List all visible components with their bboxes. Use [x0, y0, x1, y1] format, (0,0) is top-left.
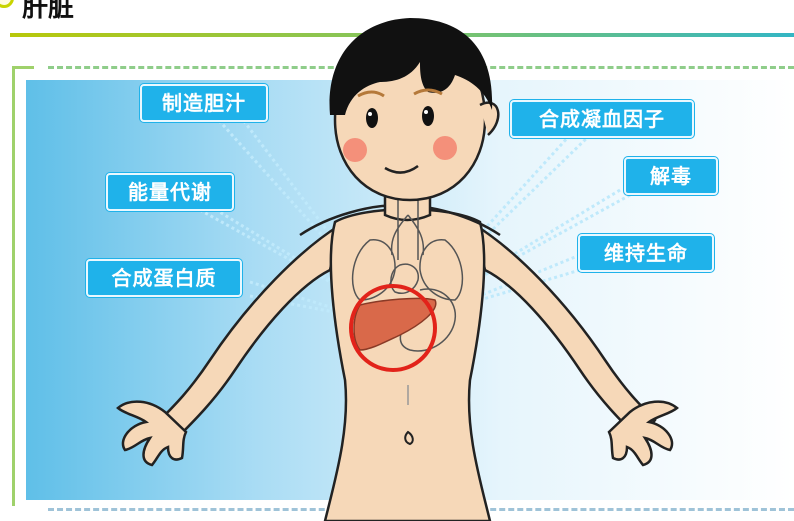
label-energy-metabolism: 能量代谢 [106, 173, 234, 211]
label-sustain-life: 维持生命 [578, 234, 714, 272]
label-detoxify: 解毒 [624, 157, 718, 195]
label-make-bile: 制造胆汁 [140, 84, 268, 122]
label-synthesize-protein: 合成蛋白质 [86, 259, 242, 297]
label-synthesize-clotting-factors: 合成凝血因子 [510, 100, 694, 138]
